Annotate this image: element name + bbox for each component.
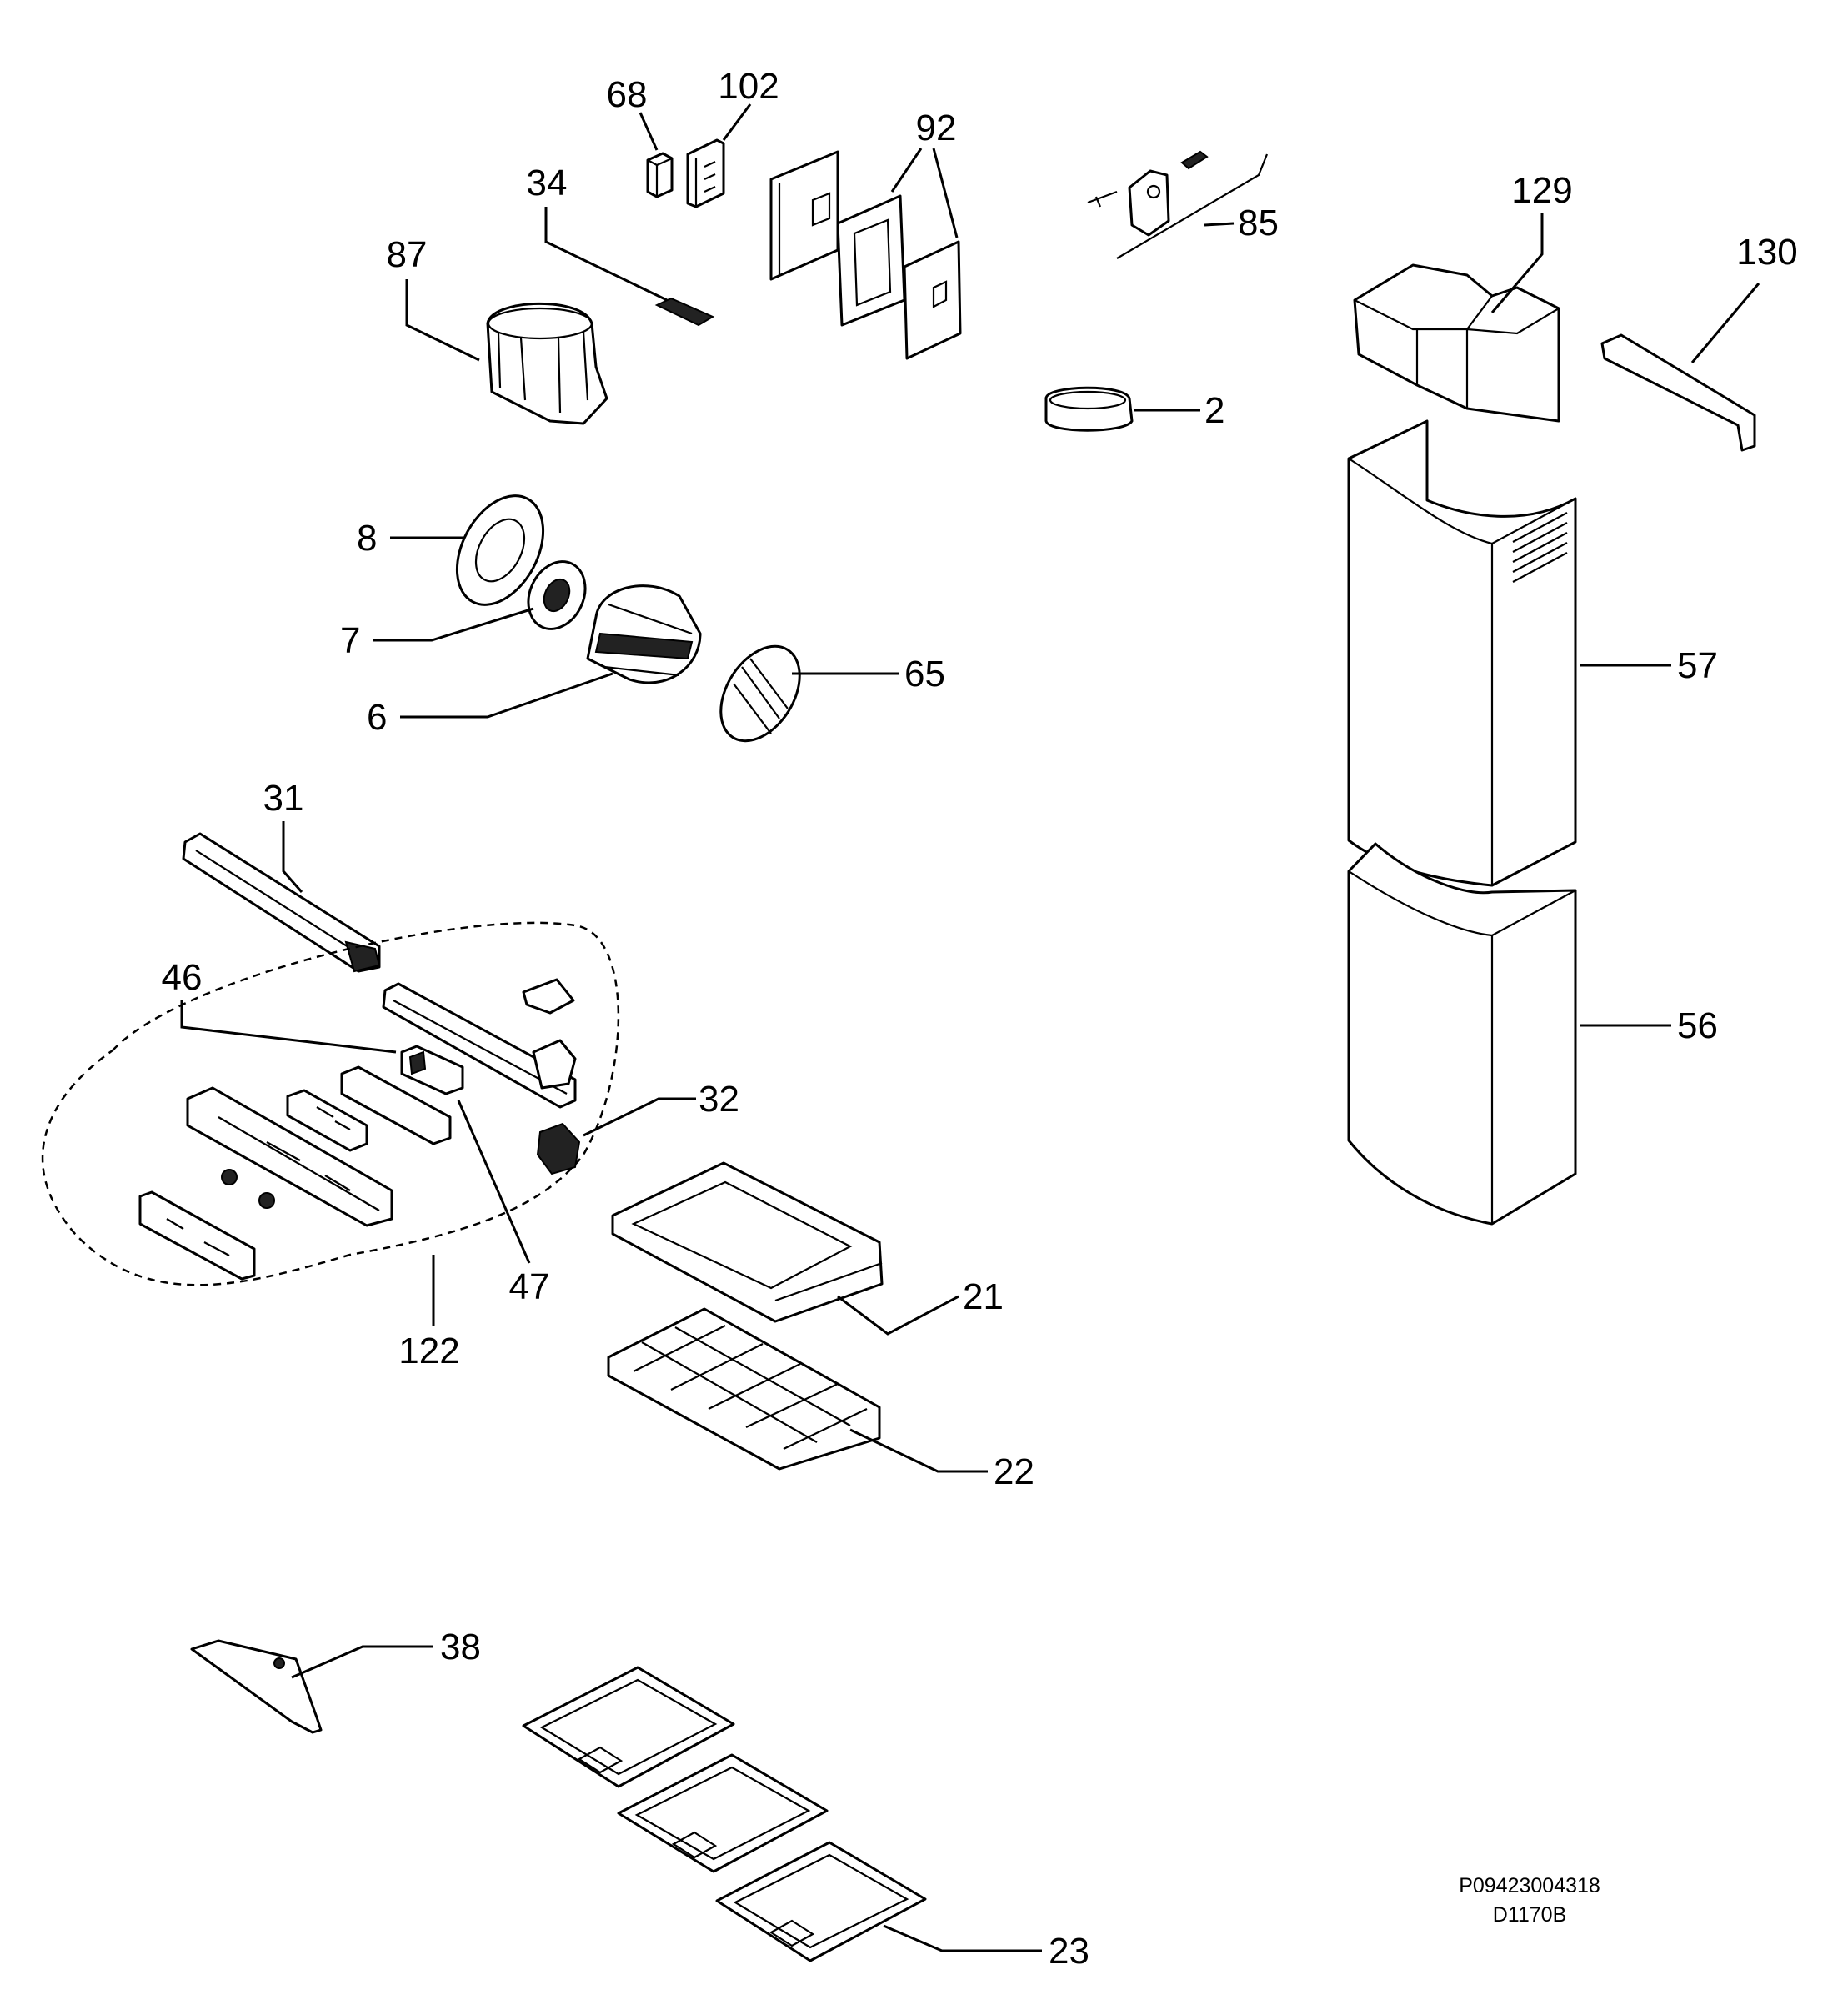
label-85: 85 <box>1238 203 1279 243</box>
part-68-block <box>646 152 674 198</box>
label-34: 34 <box>527 163 568 203</box>
label-23: 23 <box>1049 1931 1089 1972</box>
label-2: 2 <box>1204 390 1224 431</box>
label-46: 46 <box>162 957 203 998</box>
label-68: 68 <box>607 74 648 115</box>
label-8: 8 <box>357 518 377 559</box>
part-21-tray <box>611 1161 884 1323</box>
part-130-rail <box>1600 333 1756 452</box>
part-46-switch <box>400 1045 464 1095</box>
part-47-switch-block <box>286 1065 452 1152</box>
part-85-hinge <box>1087 150 1269 259</box>
part-102-bracket <box>686 138 725 208</box>
part-23-filter-3 <box>715 1841 927 1962</box>
label-87: 87 <box>387 234 428 275</box>
part-65-grille <box>719 644 801 743</box>
label-21: 21 <box>963 1276 1004 1317</box>
label-6: 6 <box>367 697 387 738</box>
part-23-filter-1 <box>522 1666 735 1788</box>
part-57-upper-cover <box>1347 419 1577 887</box>
part-31-lamp <box>182 832 381 973</box>
label-129: 129 <box>1511 170 1572 211</box>
label-22: 22 <box>994 1451 1034 1492</box>
part-8-plate <box>455 494 545 606</box>
part-2-collar <box>1044 386 1134 432</box>
part-23-filter-2 <box>617 1753 829 1873</box>
label-102: 102 <box>718 66 779 107</box>
label-56: 56 <box>1677 1005 1718 1046</box>
part-38-light-cover <box>190 1639 323 1734</box>
part-control-panel <box>138 1086 393 1281</box>
part-22-filter-grid <box>607 1307 881 1471</box>
label-122: 122 <box>398 1331 459 1371</box>
label-57: 57 <box>1677 645 1718 686</box>
label-47: 47 <box>509 1266 550 1307</box>
part-light-rail <box>382 978 577 1109</box>
label-7: 7 <box>340 620 360 661</box>
part-32-connector <box>536 1122 581 1175</box>
drawing-ref-number: P09423004318 <box>1459 1874 1600 1897</box>
part-129-duct <box>1353 263 1560 423</box>
part-7-motor <box>527 560 587 630</box>
group-122-outline <box>41 921 620 1286</box>
label-130: 130 <box>1736 232 1797 273</box>
part-92-panels <box>769 150 962 360</box>
drawing-code: D1170B <box>1493 1903 1567 1927</box>
part-56-lower-cover <box>1347 842 1577 1226</box>
label-32: 32 <box>699 1079 739 1120</box>
part-87-housing <box>486 302 608 425</box>
label-65: 65 <box>904 654 945 694</box>
label-38: 38 <box>440 1627 481 1667</box>
part-34-slider <box>654 297 715 327</box>
label-31: 31 <box>263 778 304 819</box>
leader-lines <box>180 103 1760 1952</box>
part-6-wheel <box>586 584 702 684</box>
label-92: 92 <box>916 108 957 148</box>
